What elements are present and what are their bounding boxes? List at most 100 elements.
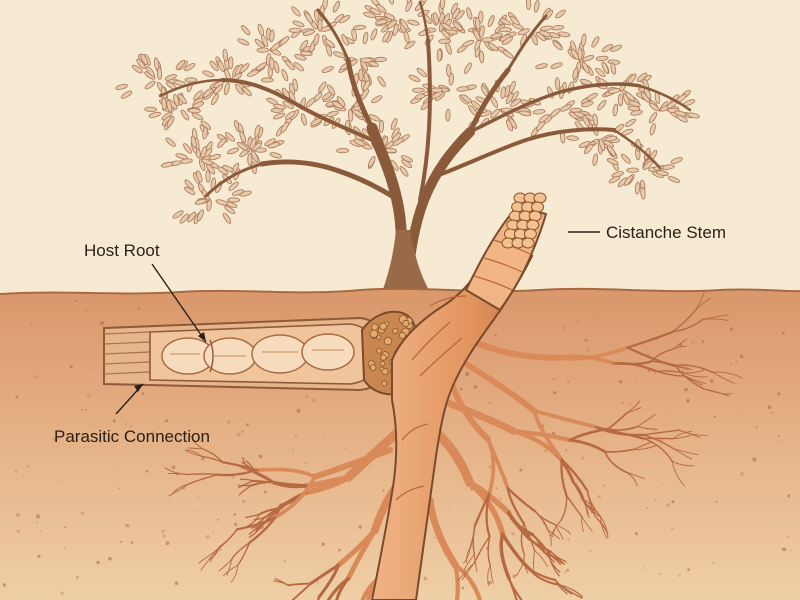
leaf: [239, 190, 252, 197]
root-branch: [600, 516, 609, 538]
leaf: [228, 181, 239, 191]
soil-speck: [585, 348, 590, 353]
leaf: [144, 80, 156, 90]
soil-speck: [264, 490, 267, 494]
soil-speck: [739, 415, 741, 417]
leaf: [222, 212, 232, 224]
leaf: [254, 124, 261, 138]
soil-speck: [666, 503, 671, 507]
leaf: [359, 57, 373, 63]
soil-speck: [512, 574, 516, 578]
root-branch: [673, 448, 699, 456]
root-branch: [237, 541, 251, 567]
root-branch: [547, 529, 561, 540]
root-branch: [585, 502, 590, 518]
leaf: [192, 101, 205, 109]
leaf: [661, 164, 675, 170]
leaf: [634, 181, 641, 195]
leaf: [336, 147, 350, 154]
root-branch: [426, 496, 459, 569]
root-branch: [671, 460, 685, 487]
root-branch: [208, 546, 220, 561]
soil-speck: [494, 334, 497, 337]
leaf: [557, 31, 571, 38]
leaf: [551, 24, 565, 31]
soil-speck: [382, 309, 385, 313]
leaf: [202, 126, 208, 140]
soil-speck: [642, 439, 644, 441]
root-branch: [317, 596, 320, 600]
soil-speck: [83, 447, 85, 449]
leaf: [352, 109, 364, 118]
soil-speck: [120, 540, 123, 543]
soil-speck: [687, 568, 690, 571]
root-branch: [218, 558, 233, 572]
root-branch: [457, 562, 475, 582]
root-branch: [309, 563, 340, 586]
leaf: [324, 39, 336, 49]
leaf: [371, 95, 383, 104]
soil-speck: [678, 574, 681, 577]
root-branch: [595, 516, 608, 534]
root-branch: [573, 482, 587, 505]
soil-speck: [729, 327, 734, 331]
soil-speck: [30, 321, 34, 325]
root-branch: [694, 297, 711, 312]
soil-speck: [90, 367, 93, 370]
leaf: [213, 84, 224, 95]
stem-scale: [533, 192, 547, 204]
root-branch: [565, 494, 583, 517]
leaf: [326, 110, 339, 118]
root-branch: [500, 532, 532, 572]
soil-speck: [35, 375, 39, 379]
leaf: [269, 29, 275, 43]
soil-speck: [567, 380, 570, 383]
soil-speck: [321, 542, 325, 546]
root-branch: [671, 460, 695, 467]
soil-speck: [234, 522, 238, 527]
leaf: [194, 198, 208, 205]
soil-speck: [756, 539, 759, 542]
soil-speck: [782, 547, 786, 552]
soil-speck: [461, 586, 465, 590]
soil-speck: [644, 321, 647, 324]
soil-speck: [75, 300, 78, 302]
leaf: [386, 19, 398, 29]
soil-speck: [787, 536, 789, 538]
root-branch: [626, 346, 677, 367]
leaf: [400, 18, 409, 31]
leaf: [583, 143, 594, 154]
leaf: [438, 38, 451, 44]
soil-speck: [784, 398, 787, 400]
leaf: [247, 69, 259, 77]
leaf: [184, 179, 195, 190]
leaf: [376, 3, 387, 14]
leaf: [392, 23, 399, 36]
soil-speck: [22, 475, 25, 477]
soil-speck: [241, 499, 246, 504]
leaf: [580, 33, 587, 47]
root-branch: [672, 318, 704, 333]
stem-scale: [531, 201, 545, 213]
leaf: [193, 90, 203, 101]
leaf: [416, 67, 427, 78]
leaf: [223, 82, 230, 96]
leaf: [533, 0, 540, 13]
leaf: [607, 145, 616, 157]
soil-speck: [206, 535, 210, 539]
soil-speck: [735, 360, 738, 363]
soil-speck: [226, 420, 231, 424]
leaf: [374, 56, 387, 63]
soil-speck: [473, 385, 478, 389]
leaf: [401, 159, 413, 169]
leaf: [200, 146, 208, 159]
soil-speck: [124, 422, 128, 426]
soil-speck: [108, 556, 112, 561]
root-branch: [625, 407, 642, 414]
soil-speck: [684, 387, 688, 392]
leaf: [555, 9, 566, 19]
cistanche-stem-label: Cistanche Stem: [606, 223, 726, 242]
soil-speck: [37, 554, 41, 559]
leaf: [610, 62, 617, 75]
